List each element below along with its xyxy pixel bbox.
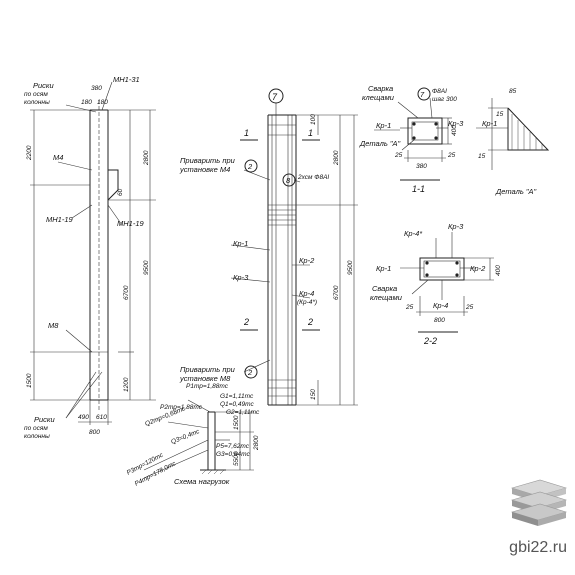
label-svarka-1: Сварка bbox=[368, 84, 393, 93]
label-kr4-sec2: Кр-4 bbox=[433, 301, 448, 310]
label-weld-m8-1: Приварить при bbox=[180, 365, 236, 374]
section-title-2-2: 2-2 bbox=[423, 336, 437, 346]
load-g2: G2=1,11тс bbox=[226, 409, 260, 416]
label-svarka-sec2-1: Сварка bbox=[372, 284, 397, 293]
dim-5500: 5500 bbox=[233, 451, 240, 466]
dim-6700b: 6700 bbox=[333, 285, 340, 300]
stacked-slabs-icon bbox=[510, 479, 568, 526]
label-kr4-sub: (Кр-4*) bbox=[297, 299, 317, 306]
label-kr4-star: Кр-4* bbox=[404, 229, 423, 238]
dim-2800b: 2800 bbox=[333, 150, 340, 166]
label-mn1-31: МН1-31 bbox=[113, 75, 140, 84]
callout-2a: 2 bbox=[247, 162, 253, 171]
dim-800a: 800 bbox=[89, 429, 100, 436]
column-elevation: Риски по осям колонны МН1-31 М4 МН1-19 М… bbox=[24, 75, 156, 440]
label-po-osyam-top: по осям bbox=[24, 91, 48, 98]
label-mn1-19-left: МН1-19 bbox=[46, 215, 74, 224]
dim-25a: 25 bbox=[394, 152, 403, 159]
dim-25c: 25 bbox=[405, 304, 414, 311]
dim-6700a: 6700 bbox=[123, 285, 130, 300]
dim-800b: 800 bbox=[434, 317, 445, 324]
label-kr2-sec2: Кр-2 bbox=[470, 264, 486, 273]
load-g1: G1=1,11тс bbox=[220, 393, 254, 400]
load-p2: P2тр=1,88тс bbox=[160, 404, 203, 411]
load-g3: G3=0,64тс bbox=[216, 451, 250, 458]
label-po-osyam-bot: по осям bbox=[24, 425, 48, 432]
callout-7-sec: 7 bbox=[420, 90, 425, 99]
load-p5: P5=7,62тс bbox=[216, 443, 250, 450]
label-kolonny-bot: колонны bbox=[24, 433, 50, 440]
dim-100: 100 bbox=[310, 114, 317, 125]
section-title-1-1: 1-1 bbox=[412, 184, 425, 194]
dim-2800c: 2800 bbox=[253, 435, 260, 451]
dim-400a: 400 bbox=[451, 125, 458, 136]
label-phi-1: Ф8АI bbox=[432, 88, 447, 95]
dim-60: 60 bbox=[117, 188, 124, 196]
site-watermark: gbi22.ru bbox=[509, 539, 567, 556]
dim-9500b: 9500 bbox=[347, 260, 354, 275]
label-kr1-sec2: Кр-1 bbox=[376, 264, 391, 273]
label-riski-top: Риски bbox=[33, 81, 54, 90]
load-p1: P1тр=1,88тс bbox=[186, 383, 229, 390]
label-kr2: Кр-2 bbox=[299, 256, 315, 265]
dim-180a: 180 bbox=[81, 99, 92, 106]
dim-1500: 1500 bbox=[26, 373, 33, 388]
section-mark-1-right: 1 bbox=[308, 128, 313, 138]
dim-380: 380 bbox=[91, 85, 102, 92]
detail-a-title: Деталь "А" bbox=[495, 187, 537, 196]
dim-15b: 15 bbox=[478, 153, 486, 160]
detail-a: 85 15 15 Кр-1 Деталь "А" bbox=[476, 88, 550, 196]
load-q1: Q1=0,49тс bbox=[220, 401, 254, 408]
label-weld-m4-2: установке М4 bbox=[179, 165, 230, 174]
label-two-phi: 2хсм Ф8АI bbox=[297, 174, 329, 181]
label-kr1-det: Кр-1 bbox=[482, 119, 497, 128]
load-scheme: P1тр=1,88тс G1=1,11тс Q1=0,49тс P2тр=1,8… bbox=[126, 383, 260, 488]
label-kolonny-top: колонны bbox=[24, 99, 50, 106]
section-2-2: Кр-4* Кр-3 Кр-1 Кр-2 Сварка клещами Кр-4… bbox=[370, 222, 502, 346]
dim-150: 150 bbox=[310, 389, 317, 400]
dim-25b: 25 bbox=[447, 152, 456, 159]
label-riski-bot: Риски bbox=[34, 415, 55, 424]
label-mn1-19-right: МН1-19 bbox=[117, 219, 145, 228]
callout-7: 7 bbox=[272, 92, 278, 102]
section-1-1: 7 Сварка клещами Ф8АI шаг 300 Кр-1 Кр-3 … bbox=[359, 84, 464, 194]
callout-8: 8 bbox=[286, 176, 291, 185]
section-mark-1-left: 1 bbox=[244, 128, 249, 138]
label-svarka-sec2-2: клещами bbox=[370, 293, 403, 302]
label-phi-2: шаг 300 bbox=[432, 96, 457, 103]
label-kr3: Кр-3 bbox=[233, 273, 249, 282]
label-svarka-2: клещами bbox=[362, 93, 395, 102]
callout-2b: 2 bbox=[247, 368, 253, 377]
dim-2200: 2200 bbox=[26, 145, 33, 161]
label-kr3-sec2: Кр-3 bbox=[448, 222, 464, 231]
dim-25d: 25 bbox=[465, 304, 474, 311]
load-scheme-title: Схема нагрузок bbox=[174, 477, 230, 486]
dim-400b: 400 bbox=[495, 265, 502, 276]
label-m4: М4 bbox=[53, 153, 63, 162]
label-weld-m8-2: установке М8 bbox=[179, 374, 231, 383]
label-m8: М8 bbox=[48, 321, 59, 330]
section-mark-2-right: 2 bbox=[307, 317, 313, 327]
dim-9500a: 9500 bbox=[143, 260, 150, 275]
dim-380b: 380 bbox=[416, 163, 427, 170]
label-kr1-sec1: Кр-1 bbox=[376, 121, 391, 130]
label-det-a: Деталь "А" bbox=[359, 139, 401, 148]
dim-85: 85 bbox=[509, 88, 517, 95]
dim-180b: 180 bbox=[97, 99, 108, 106]
dim-2800a: 2800 bbox=[143, 150, 150, 166]
dim-490: 490 bbox=[78, 414, 89, 421]
label-kr3-sec1: Кр-3 bbox=[448, 119, 464, 128]
dim-610: 610 bbox=[96, 414, 107, 421]
dim-1500b: 1500 bbox=[233, 415, 240, 430]
dim-1200: 1200 bbox=[123, 377, 130, 392]
load-q3: Q3=0,4тс bbox=[170, 428, 201, 446]
label-kr1: Кр-1 bbox=[233, 239, 248, 248]
label-kr4: Кр-4 bbox=[299, 289, 314, 298]
dim-15a: 15 bbox=[496, 111, 504, 118]
label-weld-m4-1: Приварить при bbox=[180, 156, 236, 165]
reinforcement-cage: 7 2 8 2 Приварить при установке М4 2хсм … bbox=[179, 88, 358, 406]
section-mark-2-left: 2 bbox=[243, 317, 249, 327]
